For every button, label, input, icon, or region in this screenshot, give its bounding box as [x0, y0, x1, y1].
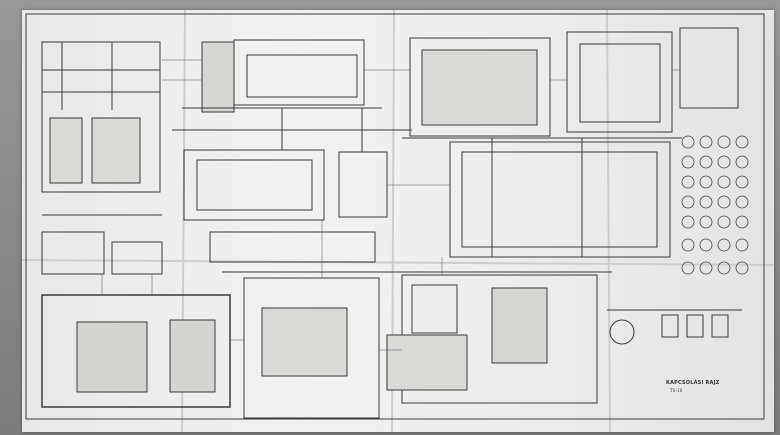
circuit-schematic	[22, 10, 774, 432]
sheet-border	[25, 13, 765, 420]
module-top-center	[172, 39, 412, 263]
module-top-left	[41, 41, 163, 275]
tube-symbols	[681, 135, 749, 275]
wiring	[101, 59, 680, 351]
title-block-name: KAPCSOLÁSI RAJZ	[666, 380, 720, 386]
module-bottom	[41, 271, 742, 419]
module-top-right	[402, 27, 739, 258]
title-block-code: TS-10	[670, 388, 683, 393]
schematic-sheet: KAPCSOLÁSI RAJZ TS-10	[22, 10, 774, 432]
